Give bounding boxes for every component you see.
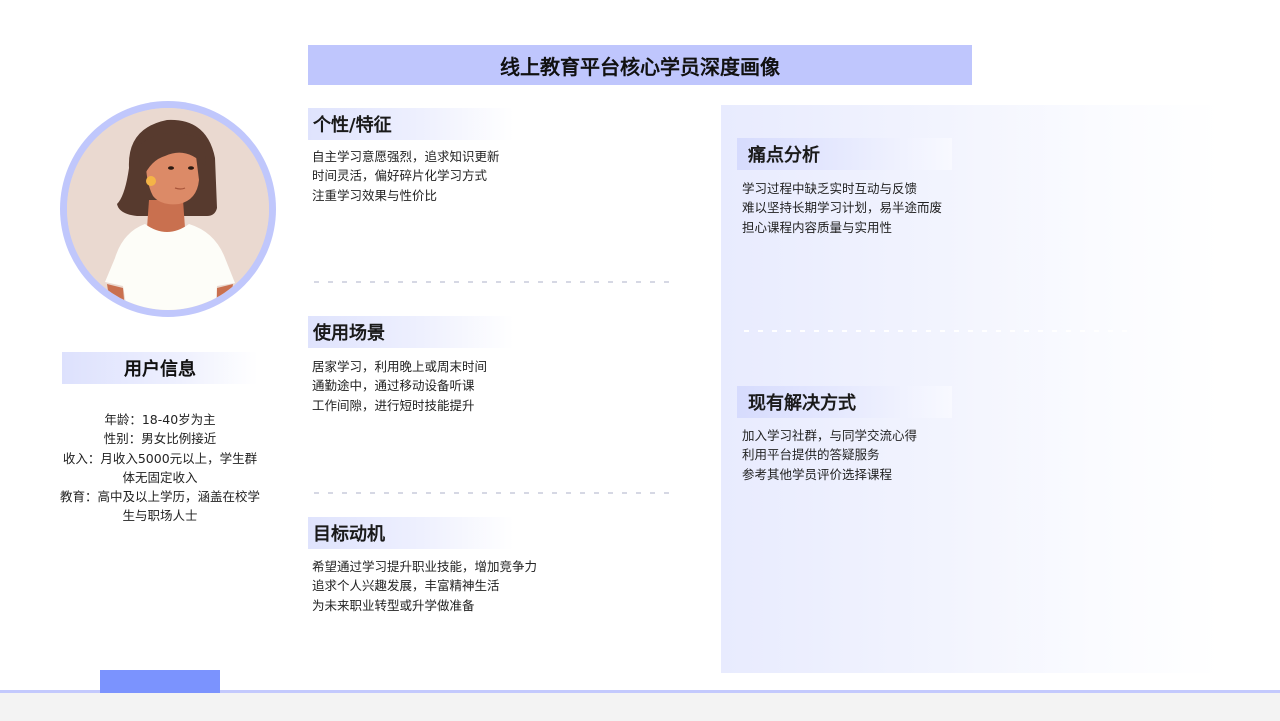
divider (314, 281, 670, 283)
pain-points-list: 学习过程中缺乏实时互动与反馈 难以坚持长期学习计划，易半途而废 担心课程内容质量… (742, 179, 942, 237)
list-item: 居家学习，利用晚上或周末时间 (312, 359, 488, 374)
footer-line (0, 690, 1280, 693)
list-item: 自主学习意愿强烈，追求知识更新 (312, 149, 500, 164)
list-item: 为未来职业转型或升学做准备 (312, 597, 475, 613)
motivation-header: 目标动机 (308, 517, 514, 549)
list-item: 追求个人兴趣发展，丰富精神生活 (312, 578, 500, 594)
footer-accent-block (100, 670, 220, 693)
user-info-age: 年龄：18-40岁为主 (104, 412, 216, 427)
current-solutions-header: 现有解决方式 (737, 386, 952, 418)
user-info-gender: 性别：男女比例接近 (103, 431, 217, 447)
list-item: 担心课程内容质量与实用性 (742, 219, 893, 235)
list-item: 参考其他学员评价选择课程 (742, 466, 893, 482)
page-title: 线上教育平台核心学员深度画像 (308, 45, 972, 85)
list-item: 难以坚持长期学习计划，易半途而废 (742, 200, 943, 216)
user-info-list: 年龄：18-40岁为主 性别：男女比例接近 收入：月收入5000元以上，学生群体… (58, 410, 262, 526)
list-item: 注重学习效果与性价比 (312, 187, 438, 203)
user-info-income: 收入：月收入5000元以上，学生群体无固定收入 (62, 450, 258, 485)
divider (314, 492, 670, 494)
list-item: 利用平台提供的答疑服务 (742, 447, 880, 463)
list-item: 加入学习社群，与同学交流心得 (742, 428, 918, 443)
avatar (60, 101, 276, 317)
user-info-header: 用户信息 (62, 352, 258, 384)
person-illustration-icon (67, 108, 269, 310)
list-item: 通勤途中，通过移动设备听课 (312, 378, 475, 394)
avatar-illustration (67, 108, 269, 310)
list-item: 学习过程中缺乏实时互动与反馈 (742, 181, 918, 196)
traits-list: 自主学习意愿强烈，追求知识更新 时间灵活，偏好碎片化学习方式 注重学习效果与性价… (312, 147, 500, 205)
traits-header: 个性/特征 (308, 108, 514, 140)
divider (744, 330, 1134, 332)
list-item: 希望通过学习提升职业技能，增加竞争力 (312, 559, 538, 574)
scenarios-header: 使用场景 (308, 316, 514, 348)
current-solutions-list: 加入学习社群，与同学交流心得 利用平台提供的答疑服务 参考其他学员评价选择课程 (742, 426, 917, 484)
footer-strip (0, 692, 1280, 721)
motivation-list: 希望通过学习提升职业技能，增加竞争力 追求个人兴趣发展，丰富精神生活 为未来职业… (312, 557, 537, 615)
scenarios-list: 居家学习，利用晚上或周末时间 通勤途中，通过移动设备听课 工作间隙，进行短时技能… (312, 357, 487, 415)
pain-points-header: 痛点分析 (737, 138, 952, 170)
list-item: 时间灵活，偏好碎片化学习方式 (312, 168, 488, 184)
list-item: 工作间隙，进行短时技能提升 (312, 397, 475, 413)
user-info-education: 教育：高中及以上学历，涵盖在校学生与职场人士 (59, 489, 260, 524)
